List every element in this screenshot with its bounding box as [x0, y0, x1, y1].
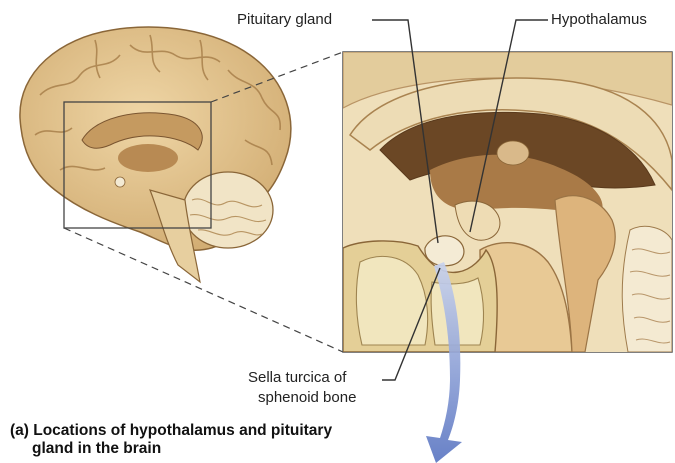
sella-turcica-label-line2: sphenoid bone — [258, 389, 356, 407]
hypothalamus-label: Hypothalamus — [551, 11, 647, 29]
brain-overview — [20, 27, 291, 282]
sella-turcica-label-line1: Sella turcica of — [248, 369, 346, 387]
zoomed-section — [343, 52, 672, 352]
figure-caption: (a) Locations of hypothalamus and pituit… — [10, 422, 430, 458]
caption-line-1: (a) Locations of hypothalamus and pituit… — [10, 422, 430, 440]
caption-line-2: gland in the brain — [10, 440, 430, 458]
pituitary-gland-label: Pituitary gland — [237, 11, 332, 29]
